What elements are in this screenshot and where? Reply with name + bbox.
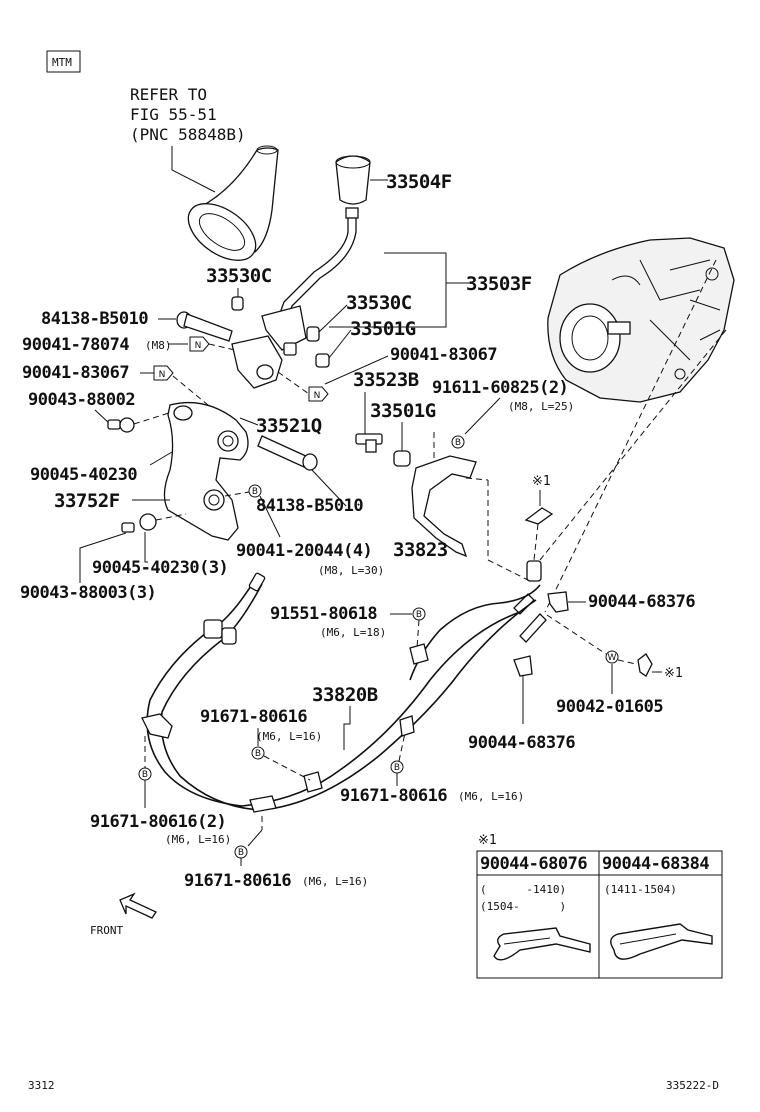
- mark-n-3: N: [153, 365, 174, 381]
- svg-text:N: N: [159, 370, 166, 380]
- note-91671-80616-a: (M6, L=16): [256, 730, 322, 743]
- part-91671-80616-c: 91671-80616(2): [90, 812, 226, 832]
- note-91551-80618: (M6, L=18): [320, 626, 386, 639]
- mark-b-3: B: [412, 607, 426, 621]
- part-90041-83067-a: 90041-83067: [22, 363, 129, 383]
- note-91671-80616-d: (M6, L=16): [302, 875, 368, 888]
- refer-line-3: (PNC 58848B): [130, 125, 246, 144]
- pivot-pin-top: [176, 311, 233, 342]
- inset-col1-range2: (1504- ): [480, 900, 566, 913]
- mark-b-7: B: [234, 845, 248, 859]
- note-91671-80616-c: (M6, L=16): [165, 833, 231, 846]
- part-91671-80616-b: 91671-80616: [340, 786, 447, 806]
- cable-bracket: [411, 455, 477, 558]
- part-91611-60825: 91611-60825(2): [432, 378, 568, 398]
- part-90042-01605: 90042-01605: [556, 697, 663, 717]
- front-arrow-icon: [119, 892, 157, 919]
- part-33530C-b: 33530C: [346, 292, 412, 314]
- part-33523B: 33523B: [353, 369, 419, 391]
- svg-text:B: B: [238, 848, 244, 858]
- part-90041-83067-b: 90041-83067: [390, 345, 497, 365]
- inset-col2-range1: (1411-1504): [604, 883, 677, 896]
- part-90044-68376-b: 90044-68376: [468, 733, 575, 753]
- mark-x1-a: ※1: [532, 474, 551, 489]
- mtm-badge: MTM: [52, 56, 72, 69]
- mark-n-2: N: [308, 386, 329, 402]
- footer-right: 335222-D: [666, 1079, 719, 1092]
- part-90041-20044: 90041-20044(4): [236, 541, 372, 561]
- mark-b-4: B: [251, 746, 265, 760]
- mark-n-1: N: [189, 336, 210, 352]
- footer-left: 3312: [28, 1079, 55, 1092]
- part-33521Q: 33521Q: [256, 415, 322, 437]
- svg-text:N: N: [195, 341, 202, 351]
- variant-table: [476, 850, 723, 979]
- part-33504F: 33504F: [386, 171, 452, 193]
- refer-line-2: FIG 55-51: [130, 105, 217, 124]
- svg-text:B: B: [416, 610, 422, 620]
- inset-title: ※1: [478, 833, 497, 848]
- shift-boot: [187, 145, 279, 261]
- svg-text:B: B: [455, 438, 461, 448]
- lever-retainer: [231, 335, 297, 389]
- part-91551-80618: 91551-80618: [270, 604, 377, 624]
- note-91671-80616-b: (M6, L=16): [458, 790, 524, 803]
- part-90044-68376-a: 90044-68376: [588, 592, 695, 612]
- part-91671-80616-d: 91671-80616: [184, 871, 291, 891]
- mark-b-1: B: [451, 435, 465, 449]
- part-33503F: 33503F: [466, 273, 532, 295]
- note-90041-20044: (M8, L=30): [318, 564, 384, 577]
- clip-68384-icon: [610, 923, 713, 960]
- shift-cables: [141, 572, 541, 813]
- part-33823: 33823: [393, 539, 448, 561]
- note-90041-78074: (M8): [145, 339, 172, 352]
- part-84138-B5010-b: 84138-B5010: [256, 496, 363, 516]
- cable-end-fitting: [513, 560, 547, 643]
- part-33530C-a: 33530C: [206, 265, 272, 287]
- mark-b-6: B: [138, 767, 152, 781]
- shift-lever-bracket: [163, 401, 249, 541]
- part-90045-40230-b: 90045-40230(3): [92, 558, 228, 578]
- part-91671-80616-a: 91671-80616: [200, 707, 307, 727]
- shift-knob: [335, 155, 371, 205]
- svg-text:B: B: [394, 763, 400, 773]
- shift-lever: [261, 207, 359, 351]
- mark-w: W: [605, 650, 619, 664]
- note-91611-60825: (M8, L=25): [508, 400, 574, 413]
- part-90041-78074: 90041-78074: [22, 335, 129, 355]
- part-33752F: 33752F: [54, 490, 120, 512]
- svg-text:W: W: [608, 653, 617, 663]
- refer-line-1: REFER TO: [130, 85, 207, 104]
- part-90045-40230-a: 90045-40230: [30, 465, 137, 485]
- part-90043-88003: 90043-88003(3): [20, 583, 156, 603]
- part-33501G-b: 33501G: [370, 400, 436, 422]
- mtm-badge-box: [46, 50, 81, 73]
- clip-90044-top: [547, 591, 569, 613]
- transmission-case: [547, 237, 735, 403]
- part-84138-B5010-a: 84138-B5010: [41, 309, 148, 329]
- part-90043-88002: 90043-88002: [28, 390, 135, 410]
- part-33820B: 33820B: [312, 684, 378, 706]
- inset-col1-part: 90044-68076: [480, 854, 587, 874]
- inset-col1-range1: ( -1410): [480, 883, 566, 896]
- svg-text:B: B: [142, 770, 148, 780]
- clip-68076-icon: [493, 927, 591, 961]
- mark-x1-b: ※1: [664, 666, 683, 681]
- mark-b-5: B: [390, 760, 404, 774]
- pivot-pin-bottom: [257, 435, 318, 471]
- mark-b-2: B: [248, 484, 262, 498]
- svg-text:B: B: [252, 487, 258, 497]
- svg-text:N: N: [314, 391, 321, 401]
- svg-text:B: B: [255, 749, 261, 759]
- shift-pivot-bolt: [355, 433, 383, 453]
- front-label: FRONT: [90, 924, 123, 937]
- inset-col2-part: 90044-68384: [602, 854, 709, 874]
- part-33501G-a: 33501G: [350, 318, 416, 340]
